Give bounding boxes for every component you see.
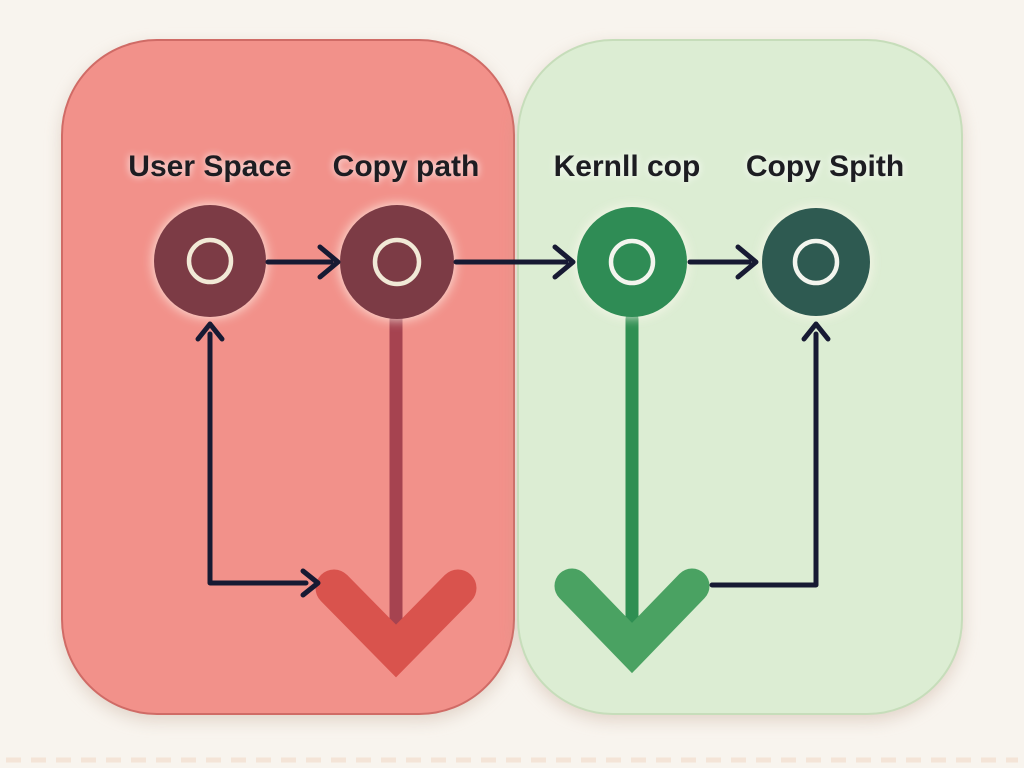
node-label-user-space: User Space	[128, 150, 291, 183]
node-label-kernll-cop: Kernll cop	[554, 150, 701, 183]
node-user-space	[154, 205, 266, 317]
arrow-kernll-to-copyspith	[687, 244, 759, 280]
node-kernll-cop-circle	[577, 207, 687, 317]
red-down-chevron-icon	[315, 569, 477, 678]
node-copy-path-ring	[372, 237, 422, 287]
node-kernll-cop	[577, 207, 687, 317]
node-kernll-cop-ring	[608, 238, 656, 286]
node-user-space-ring	[186, 237, 234, 285]
arrow-copypath-to-kernll	[453, 244, 576, 280]
node-copy-spith-ring	[792, 238, 840, 286]
arrow-chevron-to-copyspith	[709, 321, 831, 588]
node-copy-spith-circle	[762, 208, 870, 316]
node-copy-spith	[762, 208, 870, 316]
green-down-chevron-icon	[554, 568, 710, 674]
node-label-copy-path: Copy path	[333, 150, 480, 183]
arrow-return-user-space	[195, 321, 321, 598]
node-copy-path-circle	[340, 205, 454, 319]
node-copy-path	[340, 205, 454, 319]
node-user-space-circle	[154, 205, 266, 317]
node-label-copy-spith: Copy Spith	[746, 150, 904, 183]
arrow-user-to-copypath	[265, 244, 341, 280]
